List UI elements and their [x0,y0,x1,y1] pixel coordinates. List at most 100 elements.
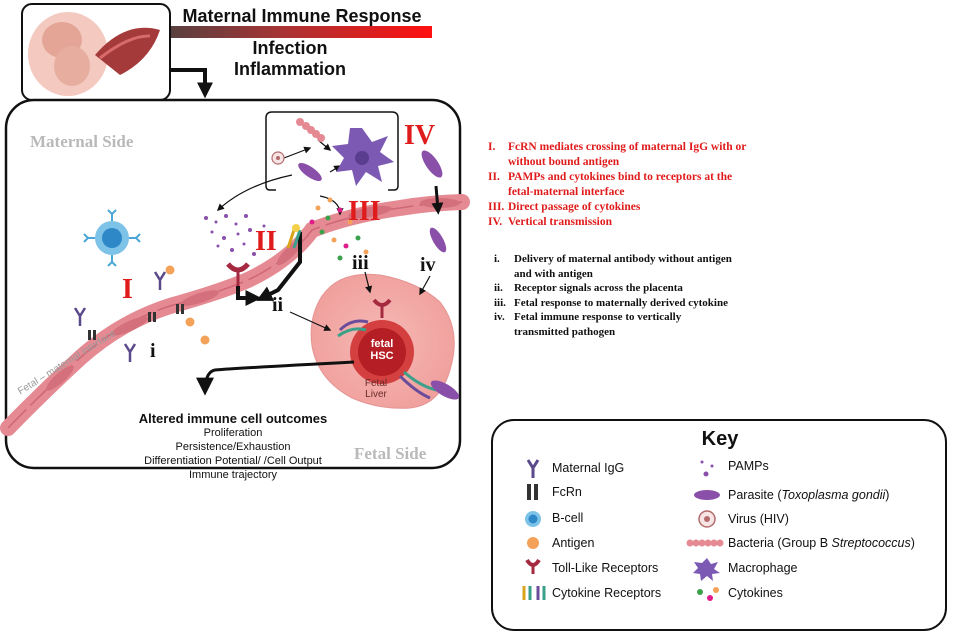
fcrn-icon [527,484,538,500]
inset-bacteria [296,118,325,142]
macrophage-icon [693,558,720,581]
mechanism-item: IV. Vertical transmission [488,215,748,230]
pathogen-inset-box [265,111,399,191]
liver-parasite [430,380,460,400]
toll-like-receptor-icon [525,558,541,574]
bacteria-icon [686,539,724,547]
mechanism-item: II. PAMPs and cytokines bind to receptors… [488,170,748,200]
cytokines-cluster [309,197,369,261]
immune-outcomes: Altered immune cell outcomes Proliferati… [118,411,348,482]
antigen-b [185,317,195,327]
marker-II: II [255,226,277,257]
mechanism-num: IV. [488,216,503,228]
mechanism-num: iii. [494,296,506,309]
fetal-maternal-membrane [0,194,470,436]
bacteria-label-prefix: Bacteria (Group B [728,536,832,550]
inset-virus [271,151,285,165]
marker-iii: iii [352,252,369,274]
key-label-toll-like-receptors: Toll-Like Receptors [552,561,659,575]
outcome-item: Differentiation Potential/ /Cell Output [144,455,322,467]
membrane-tlr-to-ii-arrow [236,286,262,306]
immune-response-gradient-bar [140,26,432,38]
fetal-hsc-label: fetal HSC [362,338,402,362]
inset-parasite-b [421,150,443,178]
maternal-igg-fetal-side [123,343,137,362]
key-frame [491,419,947,631]
mechanism-text: Fetal response to maternally derived cyt… [514,296,728,309]
fetal-liver-label: Fetal Liver [356,378,396,400]
membrane-fcrn [88,304,184,340]
pamps-icon [700,460,714,477]
parasite-label-prefix: Parasite ( [728,488,782,502]
b-cell-icon [525,511,541,527]
marker-i: i [150,340,156,362]
cytokines-icon [697,587,719,601]
mechanism-num: I. [488,141,496,153]
pamps-cluster [204,214,266,256]
receptor-to-ii-arrow [256,232,302,301]
mechanism-num: i. [494,253,500,265]
maternal-igg-icon [526,459,540,478]
banner-title: Maternal Immune Response [182,6,422,26]
fetus-thumbnail [21,3,171,101]
hsc-cytokine-receptors [337,319,437,400]
membrane-toll-like-receptor [226,262,250,286]
mechanism-item: I.FcRN mediates crossing of maternal IgG… [488,140,748,170]
mechanism-text: Direct passage of cytokines [508,201,641,213]
ii-to-liver-arrow [289,311,332,331]
key-label-macrophage: Macrophage [728,561,798,575]
antigen-a [200,335,210,345]
mechanism-num: III. [488,201,505,213]
maternal-side-label: Maternal Side [30,132,134,151]
outcome-item: Proliferation [203,427,263,439]
parasite-label-suffix: ) [885,488,890,502]
inset-macrophage [332,128,394,186]
main-frame [4,98,462,470]
mechanism-item: III.Direct passage of cytokines [488,200,748,215]
mechanism-num: II. [488,171,500,183]
mechanism-item: iii. Fetal response to maternally derived… [494,296,734,311]
marker-ii: ii [272,294,284,316]
thumbnail-to-main-arrow [170,68,213,99]
hsc-toll-like-receptor [372,298,392,318]
bacteria-label-suffix: ) [910,536,915,550]
parasite-icon [694,490,720,500]
key-label-virus: Virus (HIV) [728,512,789,526]
membrane-cytokine-receptor [286,224,302,249]
fetal-liver-line1: Fetal [364,378,388,389]
key-label-bacteria: Bacteria (Group B Streptococcus) [728,536,915,550]
macrophage-to-pamps-arrow [216,174,293,211]
parasite-to-macrophage-arrow [329,165,342,173]
inset-parasite-a [298,162,322,182]
iii-to-liver-arrow [364,271,373,294]
fetal-hsc-line1: fetal [370,338,394,350]
iv-to-liver-arrow [419,275,431,296]
marker-III: III [348,196,381,227]
fetal-liver-line2: Liver [365,389,387,400]
mechanism-num: iv. [494,311,505,323]
fetal-mechanisms-list: i. Delivery of maternal antibody without … [494,252,734,339]
mechanism-text: Delivery of maternal antibody without an… [514,253,732,280]
banner-subtitle-inflammation: Inflammation [233,59,346,79]
mechanism-text: Fetal immune response to vertically tran… [514,311,682,338]
outcomes-heading: Altered immune cell outcomes [138,411,328,426]
parasite-crossing-arrow [431,185,444,215]
mechanism-text: Vertical transmission [508,216,613,228]
mechanism-text: PAMPs and cytokines bind to receptors at… [508,171,733,198]
key-label-fcrn: FcRn [552,485,582,499]
outcome-item: Persistence/Exhaustion [175,441,291,453]
banner-subtitle: Infection Inflammation [190,38,390,80]
maternal-mechanisms-list: I.FcRN mediates crossing of maternal IgG… [488,140,748,230]
key-label-maternal-igg: Maternal IgG [552,461,625,475]
key-label-parasite: Parasite (Toxoplasma gondii) [728,488,889,502]
mechanism-num: ii. [494,282,503,294]
key-label-antigen: Antigen [552,536,595,550]
marker-I: I [122,274,133,305]
key-label-cytokines: Cytokines [728,586,783,600]
maternal-igg-near-interface [73,307,87,326]
maternal-igg-with-antigen [153,265,175,290]
bacteria-species: Streptococcus [831,536,911,550]
mechanism-text: Receptor signals across the placenta [514,282,683,294]
virus-to-macrophage-arrow [283,146,312,159]
